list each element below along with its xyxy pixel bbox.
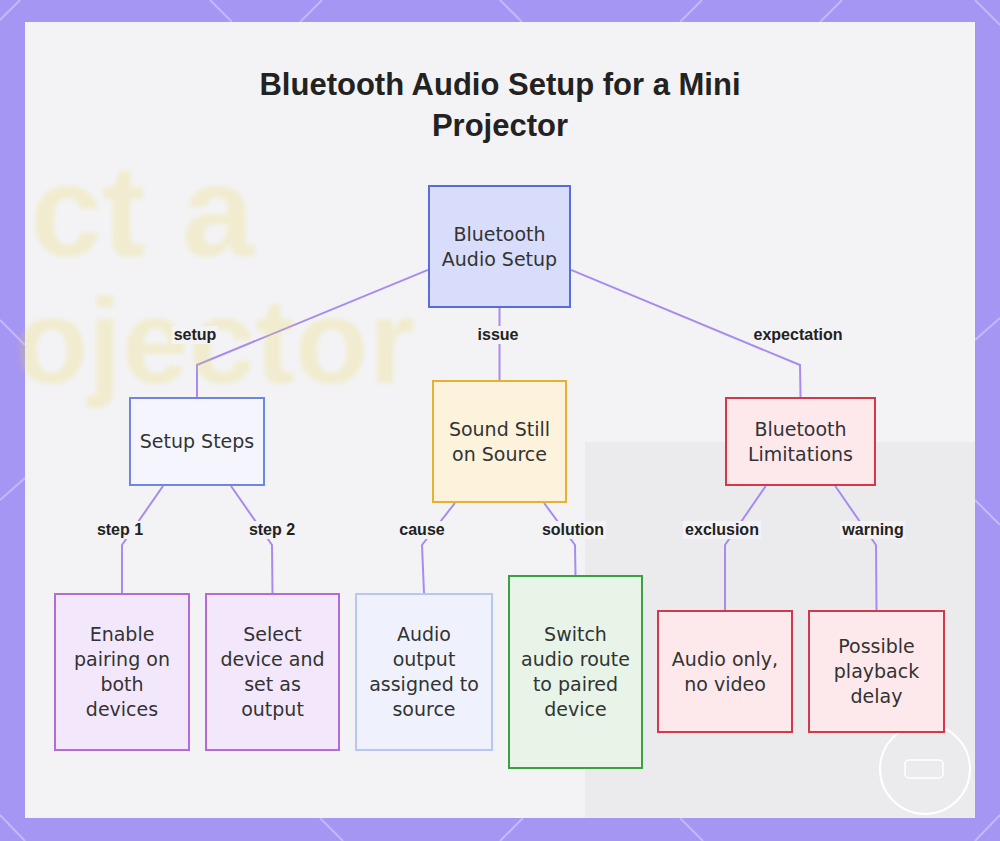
concept-box: Switch audio route to paired device	[508, 575, 643, 769]
node-label: Audio output assigned to source	[365, 622, 483, 722]
node-label: Enable pairing on both devices	[64, 622, 180, 722]
concept-box: Select device and set as output	[205, 593, 340, 751]
connector-line	[499, 308, 501, 380]
connector-line	[231, 486, 273, 593]
edge-label: issue	[476, 326, 521, 344]
connector-line	[544, 503, 575, 575]
connector-line	[725, 486, 766, 610]
concept-box: Audio only, no video	[657, 610, 793, 733]
node-label: Switch audio route to paired device	[518, 622, 633, 722]
node-label: Audio only, no video	[667, 647, 783, 697]
connector-line	[835, 486, 876, 610]
edge-label: step 2	[247, 521, 297, 539]
concept-box: Enable pairing on both devices	[54, 593, 190, 751]
watermark-text: ct a	[30, 140, 254, 283]
edge-label: step 1	[95, 521, 145, 539]
node-label: Possible playback delay	[818, 634, 935, 709]
edge-label: warning	[840, 521, 905, 539]
diagram-title: Bluetooth Audio Setup for a Mini Project…	[230, 64, 770, 146]
edge-label: expectation	[752, 326, 845, 344]
edge-label: solution	[540, 521, 606, 539]
concept-box: Audio output assigned to source	[355, 593, 493, 751]
concept-box: Possible playback delay	[808, 610, 945, 733]
concept-box: Sound Still on Source	[432, 380, 567, 503]
connector-line	[422, 503, 455, 593]
node-label: Bluetooth Limitations	[735, 417, 866, 467]
corner-logo	[880, 724, 970, 814]
concept-box: Bluetooth Limitations	[725, 397, 876, 486]
edge-label: setup	[172, 326, 219, 344]
concept-box: Bluetooth Audio Setup	[428, 185, 571, 308]
edge-label: cause	[397, 521, 446, 539]
edge-label: exclusion	[683, 521, 761, 539]
connector-line	[122, 486, 163, 593]
concept-box: Setup Steps	[129, 397, 265, 486]
node-label: Select device and set as output	[215, 622, 330, 722]
node-label: Bluetooth Audio Setup	[438, 222, 561, 272]
node-label: Sound Still on Source	[442, 417, 557, 467]
node-label: Setup Steps	[140, 429, 255, 454]
